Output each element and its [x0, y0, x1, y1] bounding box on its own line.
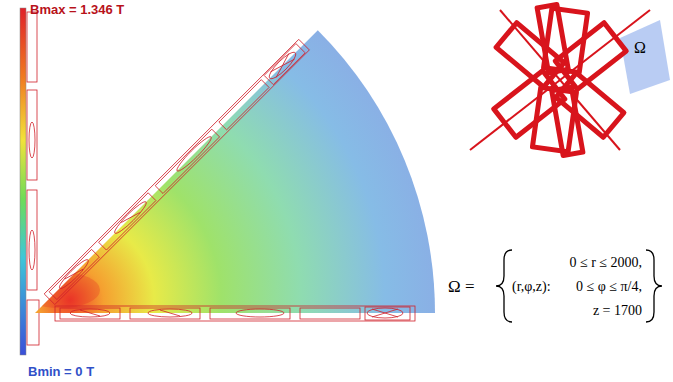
formula-condition: z = 1700 [593, 304, 642, 318]
region-symbol: Ω [634, 40, 646, 56]
formula-condition: 0 ≤ r ≤ 2000, [569, 256, 642, 270]
formula-condition: 0 ≤ φ ≤ π/4, [576, 280, 642, 294]
min-value: Bmin = 0 T [28, 365, 94, 378]
formula-variables: (r,φ,z): [512, 280, 551, 294]
max-value: Bmax = 1.346 T [30, 3, 124, 16]
formula-lhs: Ω = [448, 278, 474, 295]
